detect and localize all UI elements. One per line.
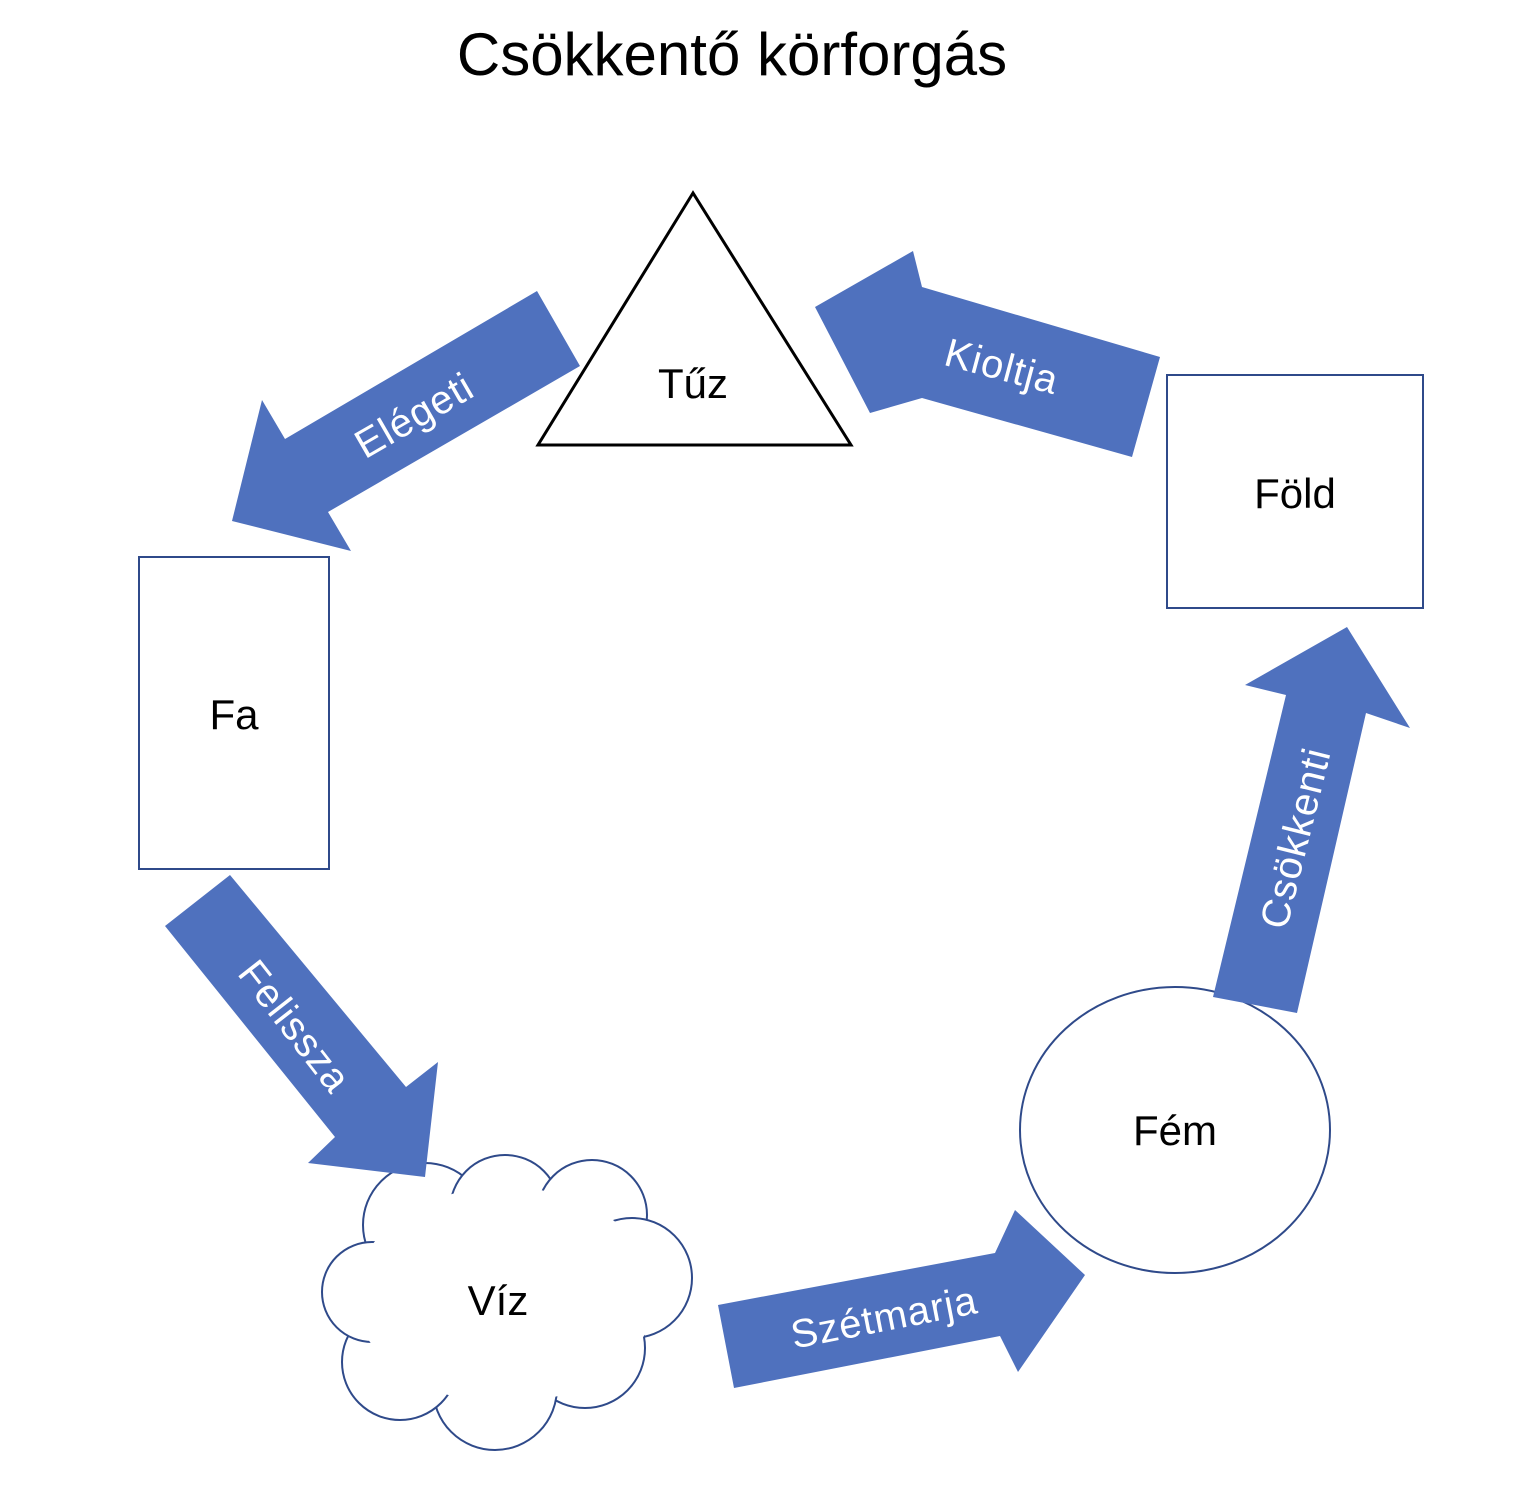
fire-node: Tűz [535,190,854,447]
arrow-elegeti-shape [232,291,580,551]
arrow-felissza-shape [165,875,438,1177]
wood-label: Fa [209,691,259,738]
metal-label: Fém [1133,1107,1217,1154]
fire-label: Tűz [658,360,728,407]
metal-node: Fém [1019,986,1331,1274]
fire-triangle-shape [535,190,854,447]
metal-circle-shape [1019,986,1331,1274]
wood-rectangle-shape [138,556,330,870]
arrow-water-to-metal: Szétmarja [718,1210,1085,1388]
water-cloud-core [355,1187,655,1403]
arrow-fire-to-wood: Elégeti [232,291,580,551]
earth-label: Föld [1254,470,1336,517]
water-node: Víz [321,1154,693,1451]
arrow-kioltja-shape [815,251,1160,457]
earth-node: Föld [1166,374,1424,609]
water-label: Víz [468,1277,529,1324]
wood-node: Fa [138,556,330,870]
page-title: Csökkentő körforgás [457,21,1007,88]
earth-square-shape [1166,374,1424,609]
arrow-csokkenti-shape [1213,627,1410,1013]
arrow-earth-to-fire: Kioltja [815,251,1160,457]
arrow-wood-to-water: Felissza [165,875,438,1177]
arrow-szetmarja-shape [718,1210,1085,1388]
arrow-metal-to-earth: Csökkenti [1213,627,1410,1013]
